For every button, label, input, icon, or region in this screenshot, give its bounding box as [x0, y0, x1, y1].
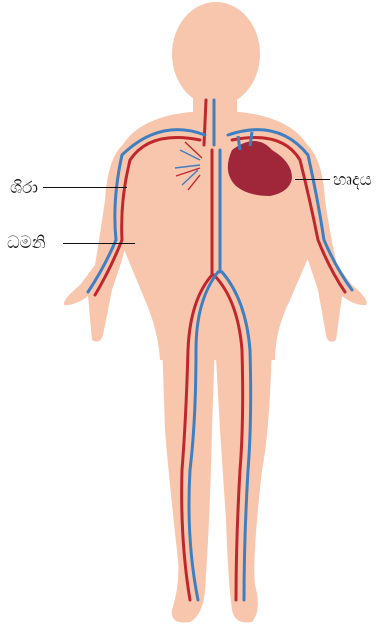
artery-leader-line	[63, 243, 135, 244]
vein-label: ශිරා	[10, 178, 38, 198]
vein-leader-line	[43, 187, 127, 188]
heart-label: හෘදය	[333, 170, 372, 190]
heart-leader-line	[295, 179, 330, 180]
neck-artery	[204, 100, 206, 145]
artery-label: ධමනි	[7, 233, 46, 253]
body-silhouette	[64, 2, 367, 623]
